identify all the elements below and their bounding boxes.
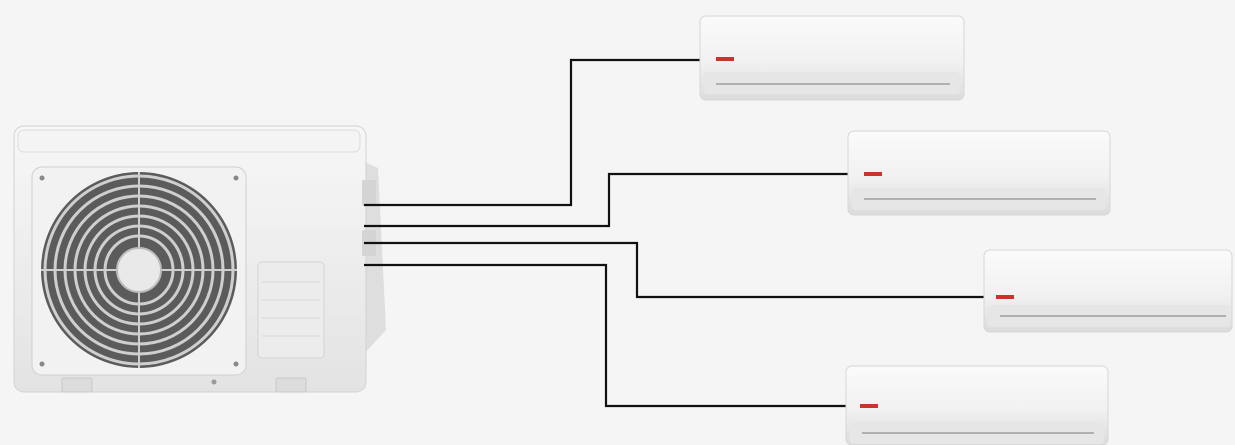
indoor-unit-3 [983,249,1233,333]
indoor-unit-1 [699,15,965,101]
indoor-unit-2 [847,130,1111,216]
indoor-unit-4 [845,365,1109,445]
brand-logo-icon [996,295,1014,299]
pipe-to-indoor-unit-4 [364,263,860,408]
pipe-to-indoor-unit-3 [364,241,996,299]
outdoor-unit-top-lip [17,129,361,153]
brand-logo-icon [864,172,882,176]
brand-logo-icon [716,57,734,61]
pipe-to-indoor-unit-1 [364,58,712,207]
refrigerant-pipes [364,58,996,408]
fan-grille-icon [41,172,237,368]
outdoor-unit-service-panel [257,261,325,359]
brand-logo-icon [860,404,878,408]
outdoor-unit [13,125,386,393]
pipe-to-indoor-unit-2 [364,172,860,228]
